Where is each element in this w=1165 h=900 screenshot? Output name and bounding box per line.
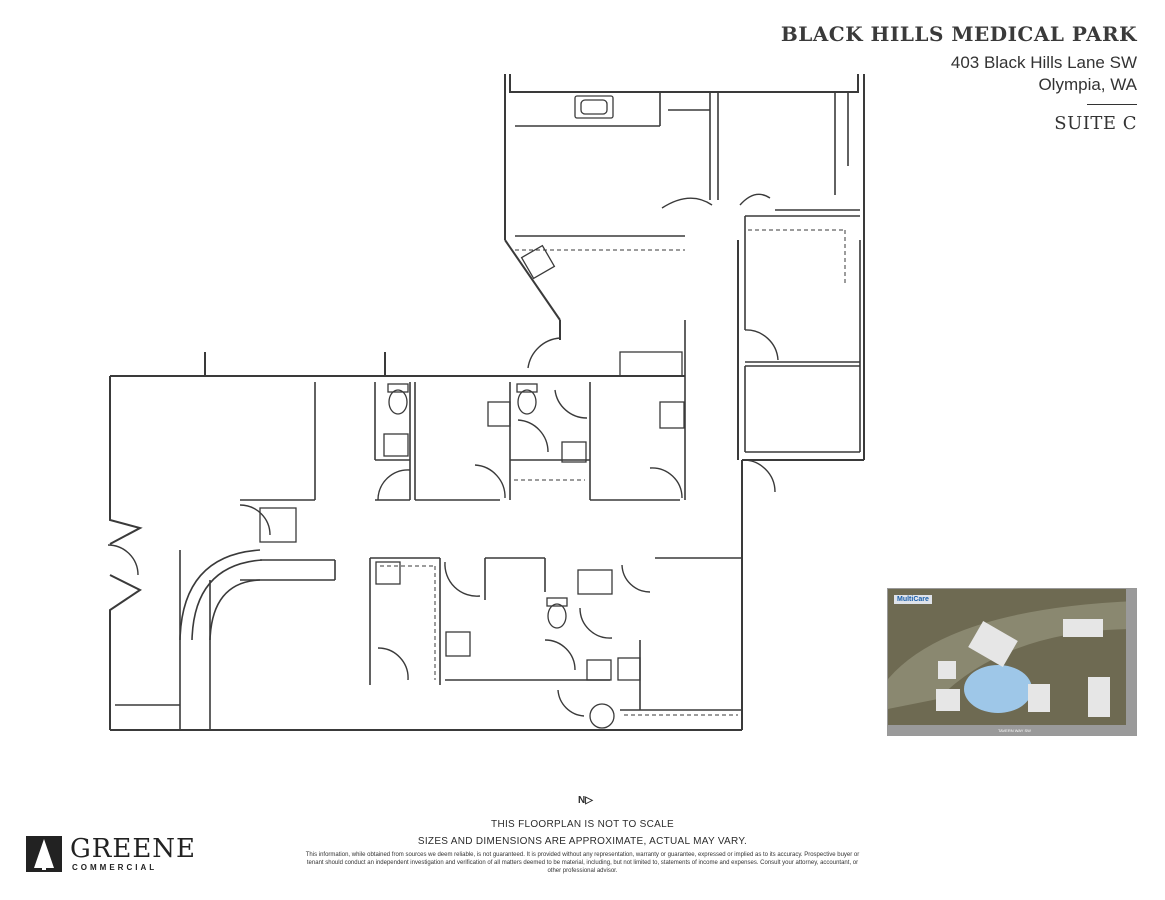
logo-name: GREENE [70,834,197,864]
header: BLACK HILLS MEDICAL PARK 403 Black Hills… [781,22,1137,134]
address-line-1: 403 Black Hills Lane SW [950,53,1137,72]
property-title: BLACK HILLS MEDICAL PARK [780,22,1137,46]
address-line-2: Olympia, WA [1038,75,1137,94]
fixtures [259,95,685,729]
tree-icon [26,836,62,872]
greene-logo: GREENE COMMERCIAL [26,834,195,876]
outer-walls [109,74,865,731]
site-map-graphic [888,589,1136,735]
counters [380,229,846,716]
logo-sub: COMMERCIAL [72,863,158,872]
dimensions-note: SIZES AND DIMENSIONS ARE APPROXIMATE, AC… [417,836,748,847]
north-label: N [578,795,586,806]
street-label: TAVERN WAY SW [998,728,1031,733]
north-arrow: N▷ [578,795,593,806]
header-divider [1087,104,1137,105]
scale-note: THIS FLOORPLAN IS NOT TO SCALE [491,819,674,830]
disclaimer-text: This information, while obtained from so… [305,852,860,874]
door-swings [107,193,779,717]
multicare-logo: MultiCare [894,595,932,604]
north-arrow-icon: ▷ [585,795,593,806]
curved-wall [179,549,263,641]
site-map: MultiCare TAVERN WAY SW [887,588,1137,736]
suite-label: SUITE C [1054,113,1137,134]
interior-walls [115,92,861,730]
